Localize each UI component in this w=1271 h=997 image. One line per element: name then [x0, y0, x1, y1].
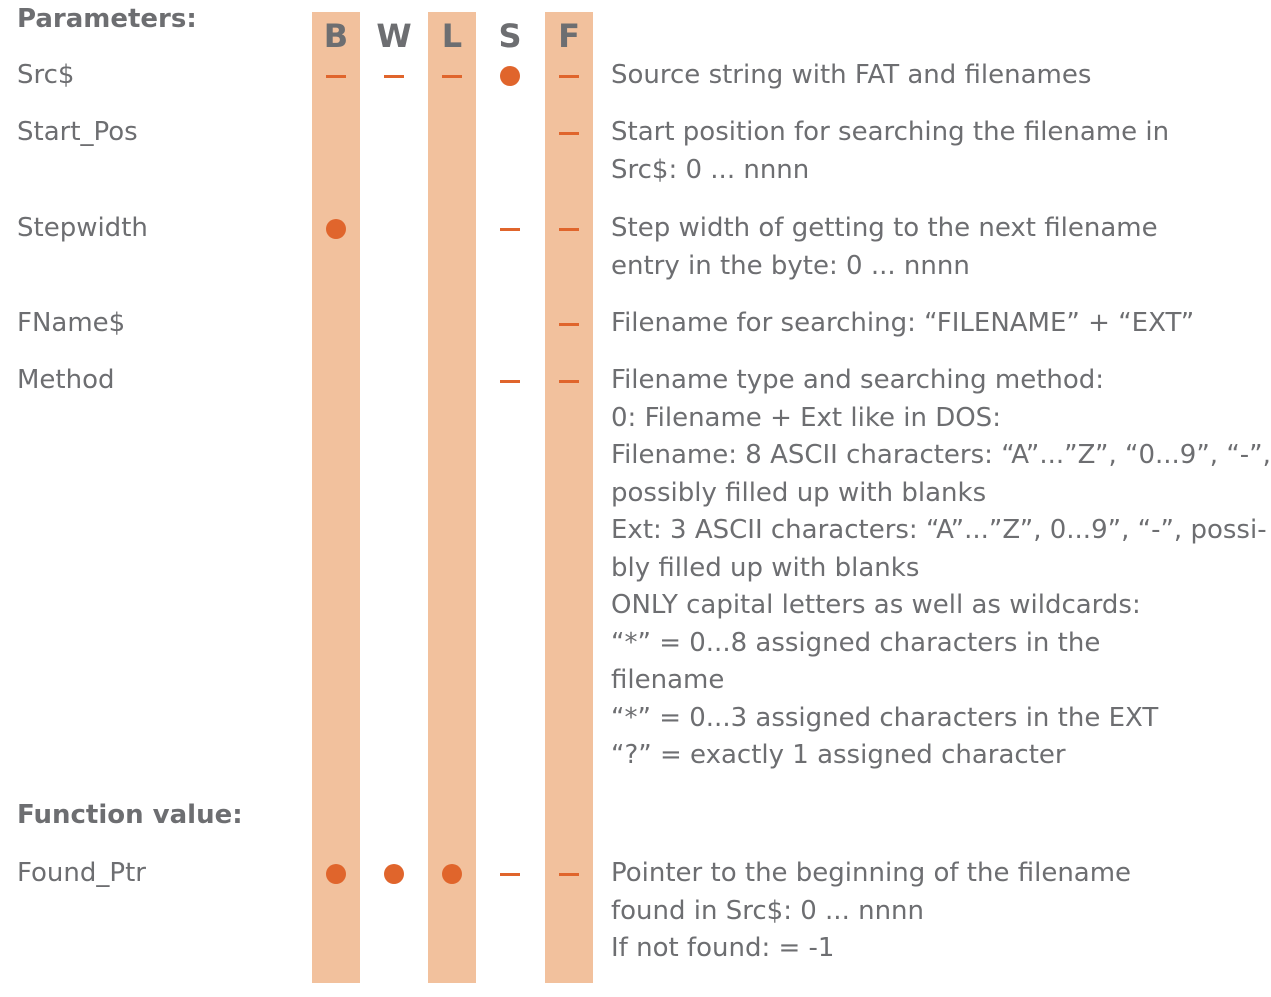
- marker-dash-b: [326, 75, 346, 78]
- function-value-heading: Function value:: [17, 800, 243, 830]
- marker-dot-l: [442, 864, 462, 884]
- description-line: Filename for searching: “FILENAME” + “EX…: [611, 308, 1195, 338]
- description-line: Src$: 0 ... nnnn: [611, 154, 810, 185]
- description-line: bly filled up with blanks: [611, 552, 920, 583]
- description-line: Step width of getting to the next filena…: [611, 213, 1158, 243]
- marker-dot-b: [326, 864, 346, 884]
- parameters-heading: Parameters:: [17, 4, 197, 34]
- column-header-l: L: [441, 17, 463, 55]
- description-line: Pointer to the beginning of the filename: [611, 858, 1132, 888]
- description-line: Start position for searching the filenam…: [611, 117, 1170, 147]
- parameter-description: Filename for searching: “FILENAME” + “EX…: [611, 305, 1211, 343]
- column-band-f: [545, 12, 593, 983]
- marker-dash-f: [559, 228, 579, 231]
- marker-dot-s: [500, 66, 520, 86]
- parameter-description: Start position for searching the filenam…: [611, 114, 1211, 189]
- marker-dash-f: [559, 75, 579, 78]
- description-line: entry in the byte: 0 ... nnnn: [611, 250, 970, 281]
- description-line: 0: Filename + Ext like in DOS:: [611, 402, 1001, 433]
- description-line: If not found: = -1: [611, 933, 835, 963]
- marker-dash-w: [384, 75, 404, 78]
- description-line: Filename type and searching method:: [611, 365, 1105, 395]
- parameter-name: Src$: [17, 60, 75, 90]
- parameter-description: Source string with FAT and filenames: [611, 57, 1211, 95]
- marker-dot-b: [326, 219, 346, 239]
- column-header-s: S: [498, 17, 522, 55]
- marker-dash-f: [559, 380, 579, 383]
- column-band-b: [312, 12, 360, 983]
- parameter-name: Start_Pos: [17, 117, 138, 147]
- description-line: “*” = 0...3 assigned characters in the E…: [611, 702, 1159, 733]
- column-header-b: B: [323, 17, 349, 55]
- column-header-w: W: [376, 17, 412, 55]
- parameter-description: Step width of getting to the next filena…: [611, 210, 1211, 285]
- description-line: Filename: 8 ASCII characters: “A”...”Z”,…: [611, 440, 1271, 470]
- marker-dash-s: [500, 228, 520, 231]
- description-line: “*” = 0...8 assigned characters in the: [611, 627, 1101, 658]
- marker-dash-s: [500, 380, 520, 383]
- parameter-name: Stepwidth: [17, 213, 148, 243]
- marker-dash-f: [559, 132, 579, 135]
- description-line: found in Src$: 0 ... nnnn: [611, 895, 925, 926]
- parameter-description: Filename type and searching method: 0: Fi…: [611, 362, 1271, 775]
- marker-dash-s: [500, 873, 520, 876]
- description-line: “?” = exactly 1 assigned character: [611, 740, 1066, 770]
- column-band-l: [428, 12, 476, 983]
- parameter-name: Method: [17, 365, 115, 395]
- description-line: Source string with FAT and filenames: [611, 60, 1092, 90]
- parameter-name: FName$: [17, 308, 126, 338]
- parameter-description: Pointer to the beginning of the filename…: [611, 855, 1211, 968]
- description-line: possibly filled up with blanks: [611, 477, 987, 508]
- column-header-f: F: [558, 17, 580, 55]
- parameter-name: Found_Ptr: [17, 858, 146, 888]
- marker-dash-f: [559, 323, 579, 326]
- description-line: filename: [611, 665, 725, 695]
- marker-dash-f: [559, 873, 579, 876]
- description-line: Ext: 3 ASCII characters: “A”...”Z”, 0...…: [611, 515, 1267, 545]
- marker-dot-w: [384, 864, 404, 884]
- description-line: ONLY capital letters as well as wildcard…: [611, 590, 1141, 620]
- marker-dash-l: [442, 75, 462, 78]
